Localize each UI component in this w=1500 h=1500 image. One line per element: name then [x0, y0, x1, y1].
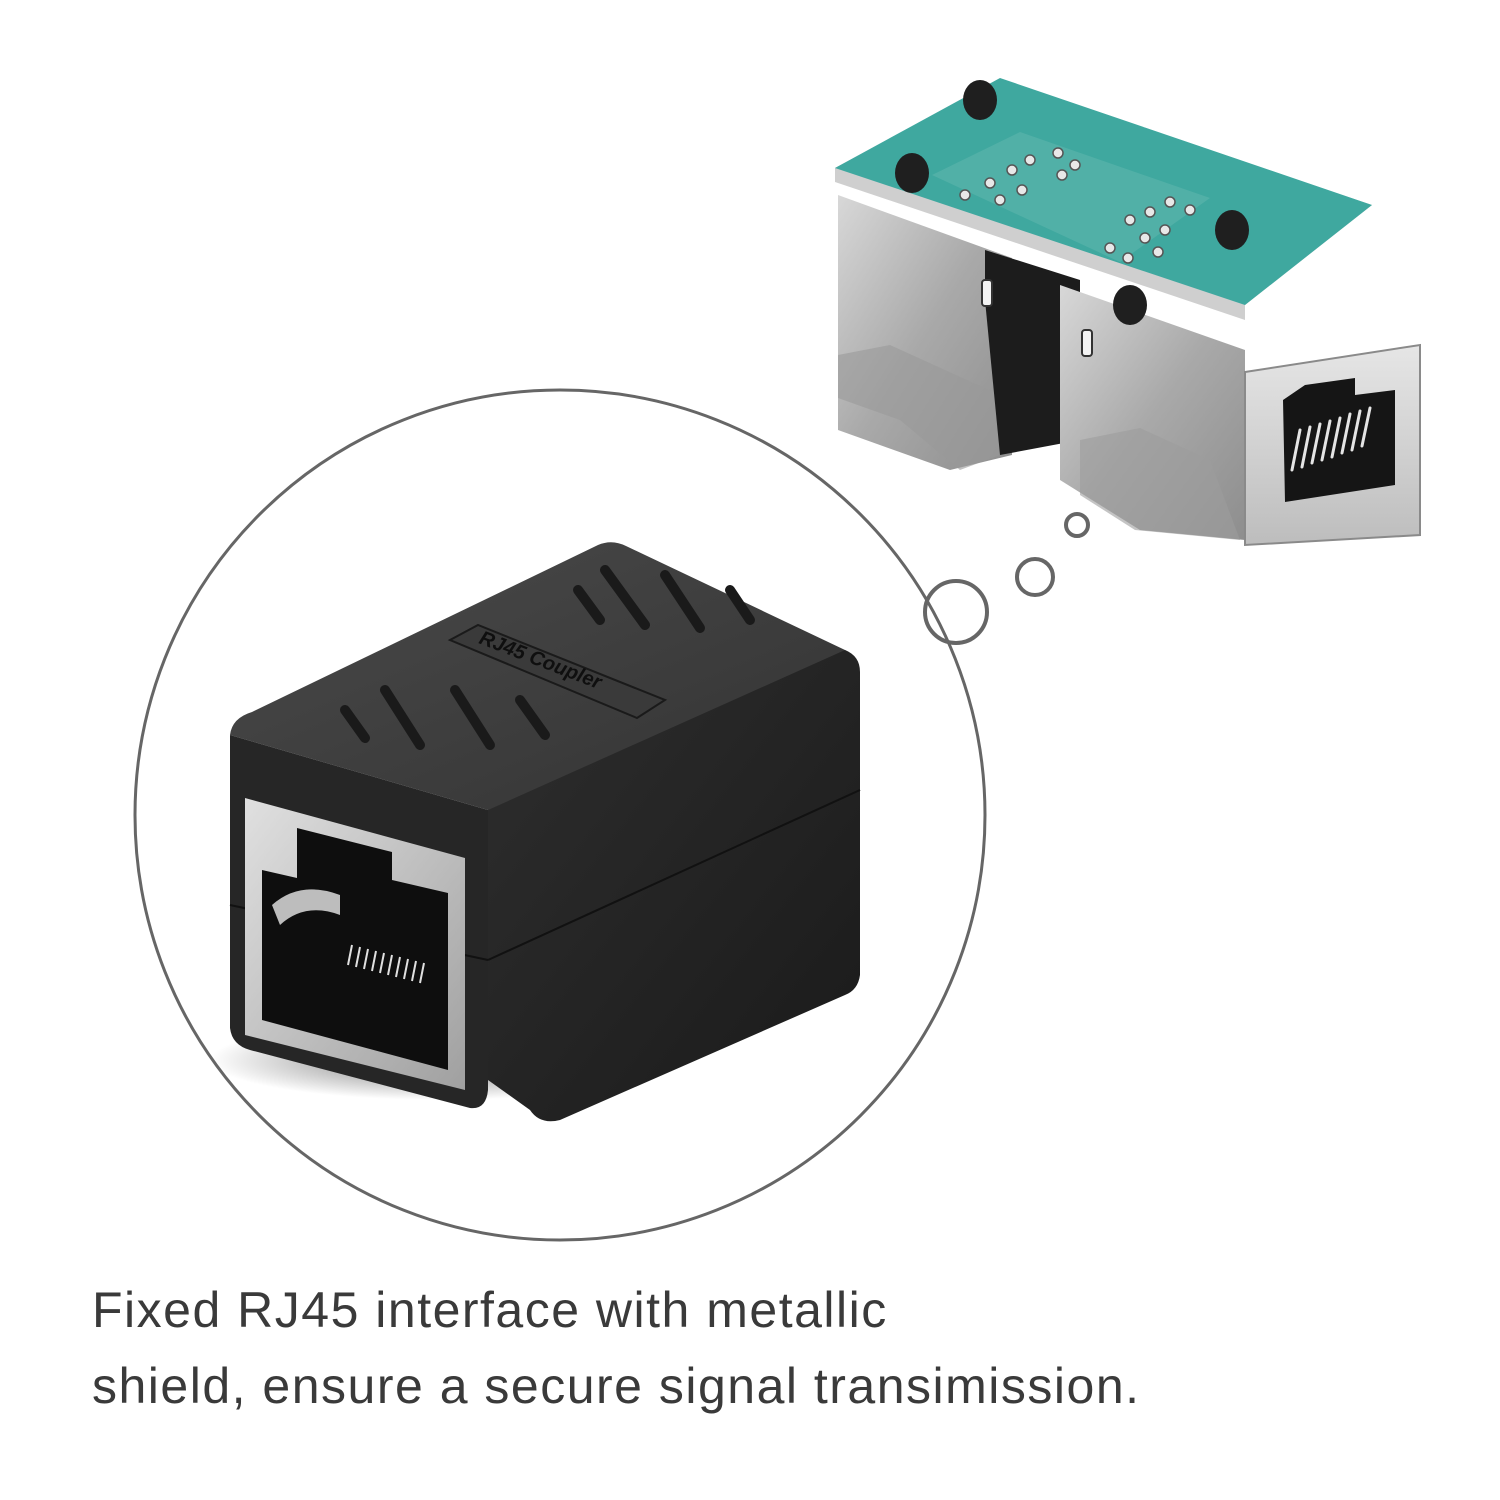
- coupler-port-contacts: [347, 944, 425, 984]
- caption-line-1: Fixed RJ45 interface with metallic: [92, 1282, 888, 1338]
- thought-bubble-medium: [1015, 557, 1055, 597]
- center-gap: [985, 250, 1080, 455]
- pcb-standoffs: [895, 80, 1249, 325]
- spotlight-circle: [133, 388, 987, 1242]
- rj45-coupler: RJ45 Coupler: [210, 542, 861, 1122]
- coupler-port-opening: [262, 828, 448, 1070]
- coupler-side-face: [488, 650, 860, 1122]
- pcb-trace-area: [932, 132, 1210, 262]
- caption: Fixed RJ45 interface with metallic shiel…: [92, 1272, 1452, 1424]
- thought-bubble-large: [923, 579, 989, 645]
- thought-bubble: [923, 512, 1090, 645]
- coupler-label-plate: [447, 623, 668, 720]
- coupler-vent-slots: [340, 565, 755, 750]
- pcb-pins: [959, 147, 1196, 264]
- caption-line-2: shield, ensure a secure signal transimis…: [92, 1358, 1141, 1414]
- coupler-port-latch: [272, 889, 340, 925]
- thought-bubble-small: [1064, 512, 1090, 538]
- right-port-opening: [1283, 378, 1395, 502]
- right-port-contacts: [1290, 406, 1372, 472]
- internal-shielded-coupler: [835, 78, 1421, 547]
